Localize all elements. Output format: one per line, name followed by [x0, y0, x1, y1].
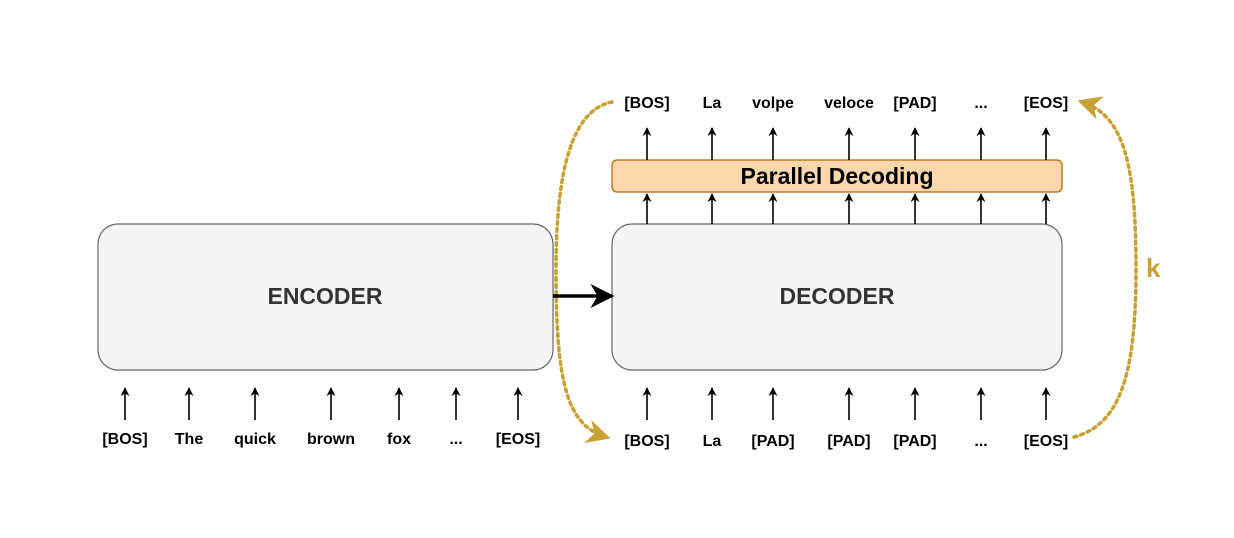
encoder-label: ENCODER [267, 283, 382, 309]
parallel-decoding-box [611, 159, 1063, 193]
decoder-output-token: volpe [752, 95, 794, 112]
token-arrows [120, 127, 1051, 420]
decoder-input-token: La [703, 433, 722, 450]
decoder-label: DECODER [779, 283, 894, 309]
decoder-input-tokens: [BOS] La [PAD] [PAD] [PAD]... [EOS] [624, 433, 1068, 450]
decoder-output-token: [PAD] [893, 95, 936, 112]
parallel-decoding-label: Parallel Decoding [740, 163, 933, 189]
decoder-output-token: La [703, 95, 722, 112]
encoder-input-token: brown [307, 431, 355, 448]
encoder-input-token: fox [387, 431, 411, 448]
encoder-input-token: [EOS] [496, 431, 540, 448]
encoder-input-tokens: [BOS] The quick brown fox... [EOS] [102, 431, 540, 448]
encoder-input-token: quick [234, 431, 276, 448]
loop-k-label: k [1146, 253, 1161, 283]
decoder-output-token: veloce [824, 95, 874, 112]
decoder-output-token: [EOS] [1024, 95, 1068, 112]
decoder-input-token: ... [974, 433, 987, 450]
decoder-output-token: ... [974, 95, 987, 112]
decoder-input-token: [BOS] [624, 433, 669, 450]
feedback-loop-right-path [1072, 96, 1138, 439]
feedback-loop-left-path [554, 100, 614, 443]
decoder-input-token: [PAD] [751, 433, 794, 450]
decoder-input-token: [PAD] [827, 433, 870, 450]
decoder-output-tokens: [BOS] La volpe veloce [PAD]... [EOS] [624, 95, 1068, 112]
encoder-input-token: [BOS] [102, 431, 147, 448]
encoder-input-token: ... [449, 431, 462, 448]
decoder-input-token: [PAD] [893, 433, 936, 450]
decoder-input-token: [EOS] [1024, 433, 1068, 450]
encoder-input-token: The [175, 431, 204, 448]
decoder-output-token: [BOS] [624, 95, 669, 112]
